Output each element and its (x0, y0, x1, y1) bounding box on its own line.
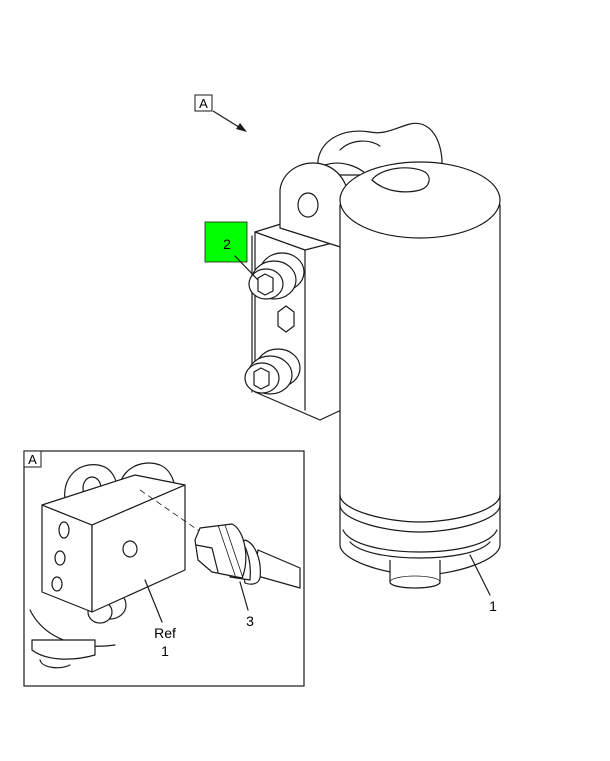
upper-hex-fitting (248, 252, 305, 300)
callout-2-label: 2 (223, 236, 231, 252)
pressure-switch (194, 523, 301, 589)
detail-view-a: A (23, 450, 305, 687)
callout-1-label: 1 (489, 598, 497, 614)
ref-number-label: 1 (161, 643, 169, 659)
callout-1: 1 (469, 554, 497, 614)
ref-label: Ref (154, 625, 176, 641)
receiver-drier-assembly (244, 122, 501, 589)
callout-3-label: 3 (246, 613, 254, 629)
view-a-label: A (199, 96, 208, 111)
lower-hex-fitting (244, 348, 301, 395)
callout-3: 3 (239, 581, 254, 629)
view-a-marker: A (194, 94, 247, 132)
detail-view-label: A (28, 452, 37, 467)
callout-2[interactable]: 2 (204, 221, 259, 281)
callout-ref-1: Ref 1 (144, 579, 176, 659)
